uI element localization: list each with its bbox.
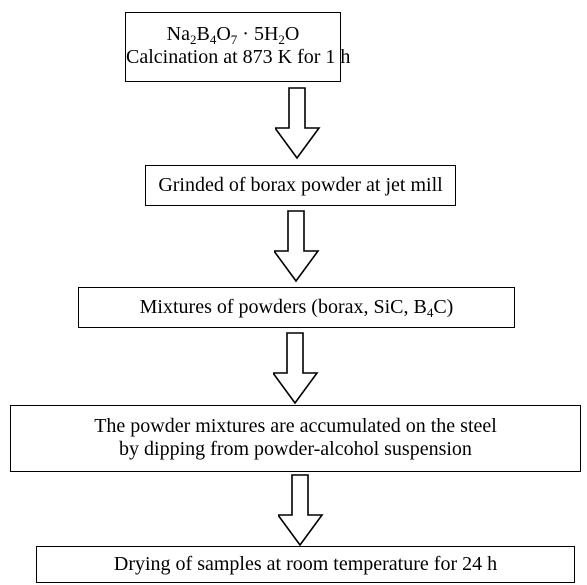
subscript: 2 — [189, 32, 197, 47]
subscript: 7 — [230, 32, 238, 47]
down-arrow-icon — [275, 87, 321, 160]
step-line: Grinded of borax powder at jet mill — [158, 174, 443, 196]
step-line: Drying of samples at room temperature fo… — [113, 553, 498, 575]
subscript: 4 — [209, 32, 217, 47]
subscript: 2 — [278, 32, 285, 47]
step-line: The powder mixtures are accumulated on t… — [94, 415, 497, 437]
step-dipping-box: The powder mixtures are accumulated on t… — [10, 405, 581, 472]
step-drying-box: Drying of samples at room temperature fo… — [36, 546, 575, 583]
step-line: by dipping from powder-alcohol suspensio… — [119, 438, 472, 460]
down-arrow-icon — [278, 474, 324, 547]
step-grinding-box: Grinded of borax powder at jet mill — [145, 165, 456, 206]
subscript: 4 — [426, 305, 434, 320]
down-arrow-icon — [274, 210, 320, 283]
step-line: Calcination at 873 K for 1 h — [126, 46, 351, 68]
step-line: Mixtures of powders (borax, SiC, B4C) — [139, 296, 454, 320]
step-calcination-box: Na2B4O7 · 5H2O Calcination at 873 K for … — [125, 12, 351, 82]
down-arrow-icon — [273, 332, 319, 405]
step-mixtures-box: Mixtures of powders (borax, SiC, B4C) — [78, 287, 515, 328]
step-line: Na2B4O7 · 5H2O — [166, 23, 300, 47]
